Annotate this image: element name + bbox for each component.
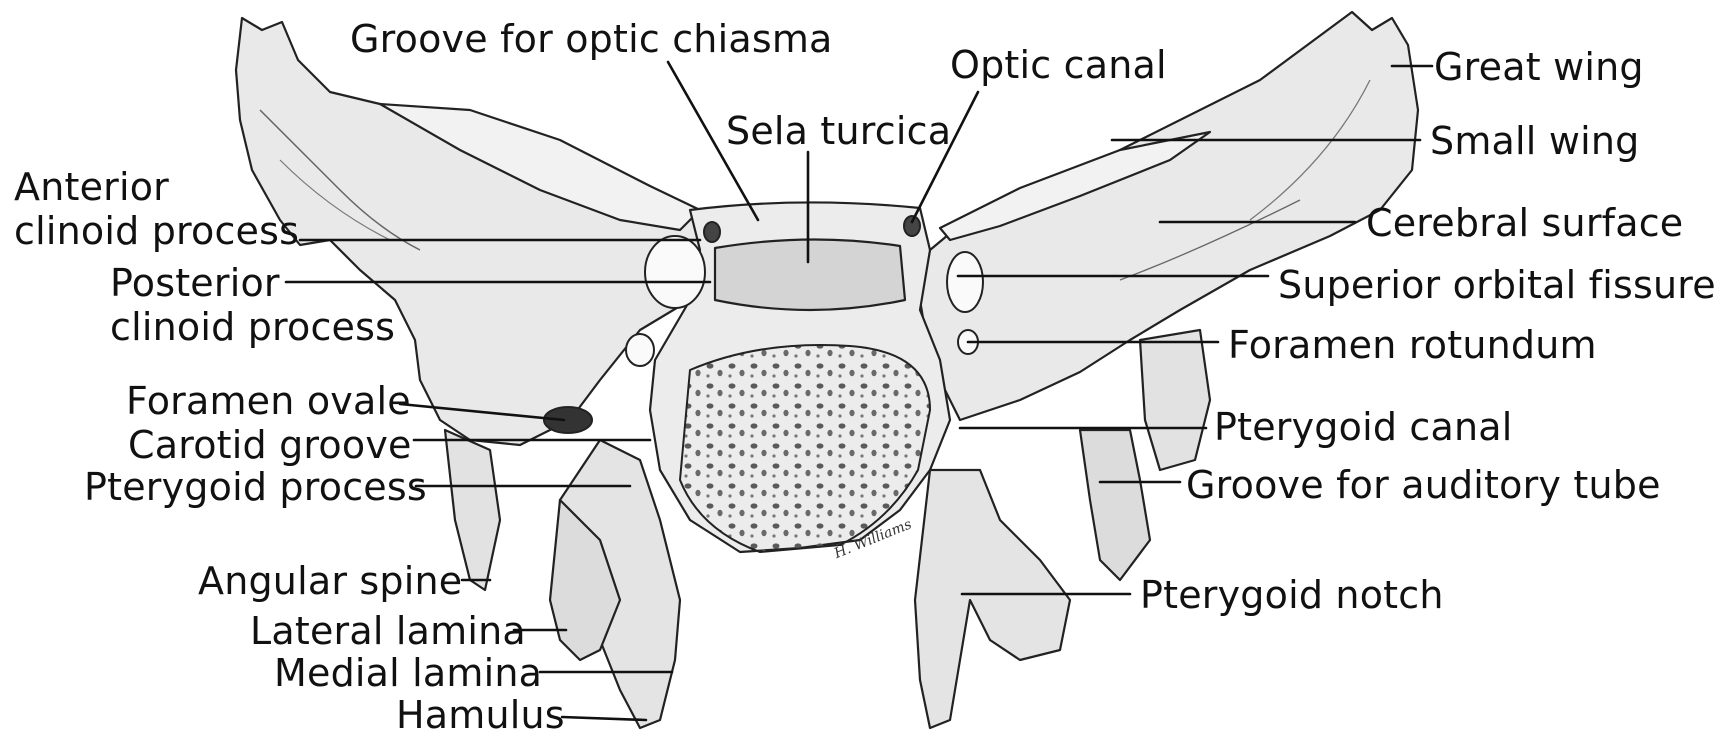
right-groove-region [1140, 330, 1210, 470]
label-optic-canal: Optic canal [950, 46, 1167, 84]
label-pterygoid-canal: Pterygoid canal [1214, 408, 1513, 446]
label-sela-turcica: Sela turcica [726, 112, 951, 150]
label-anterior-clinoid-line1: Anterior [14, 168, 169, 206]
spongy-bone-section [680, 345, 930, 552]
label-small-wing: Small wing [1430, 122, 1639, 160]
label-posterior-clinoid-line2: clinoid process [110, 308, 395, 346]
left-foramen [645, 236, 705, 308]
label-foramen-ovale: Foramen ovale [126, 382, 411, 420]
label-groove-for-auditory-tube: Groove for auditory tube [1186, 466, 1661, 504]
label-foramen-rotundum: Foramen rotundum [1228, 326, 1597, 364]
right-superior-orbital-fissure-hole [947, 252, 983, 312]
label-pterygoid-process: Pterygoid process [84, 468, 427, 506]
sella-turcica-fossa [715, 239, 905, 310]
right-lateral-lamina [1080, 430, 1150, 580]
right-optic-canal-hole [904, 216, 920, 236]
label-superior-orbital-fissure: Superior orbital fissure [1278, 266, 1716, 304]
label-pterygoid-notch: Pterygoid notch [1140, 576, 1444, 614]
label-posterior-clinoid-line1: Posterior [110, 264, 280, 302]
label-groove-for-optic-chiasma: Groove for optic chiasma [350, 20, 833, 58]
left-foramen-spinosum [626, 334, 654, 366]
right-pterygoid-process [915, 470, 1070, 728]
label-cerebral-surface: Cerebral surface [1366, 204, 1683, 242]
label-angular-spine: Angular spine [198, 562, 462, 600]
label-anterior-clinoid-line2: clinoid process [14, 212, 299, 250]
label-lateral-lamina: Lateral lamina [250, 612, 526, 650]
label-medial-lamina: Medial lamina [274, 654, 542, 692]
left-optic-canal-hole [704, 222, 720, 242]
label-carotid-groove: Carotid groove [128, 426, 412, 464]
label-great-wing: Great wing [1434, 48, 1644, 86]
label-hamulus: Hamulus [396, 696, 565, 733]
